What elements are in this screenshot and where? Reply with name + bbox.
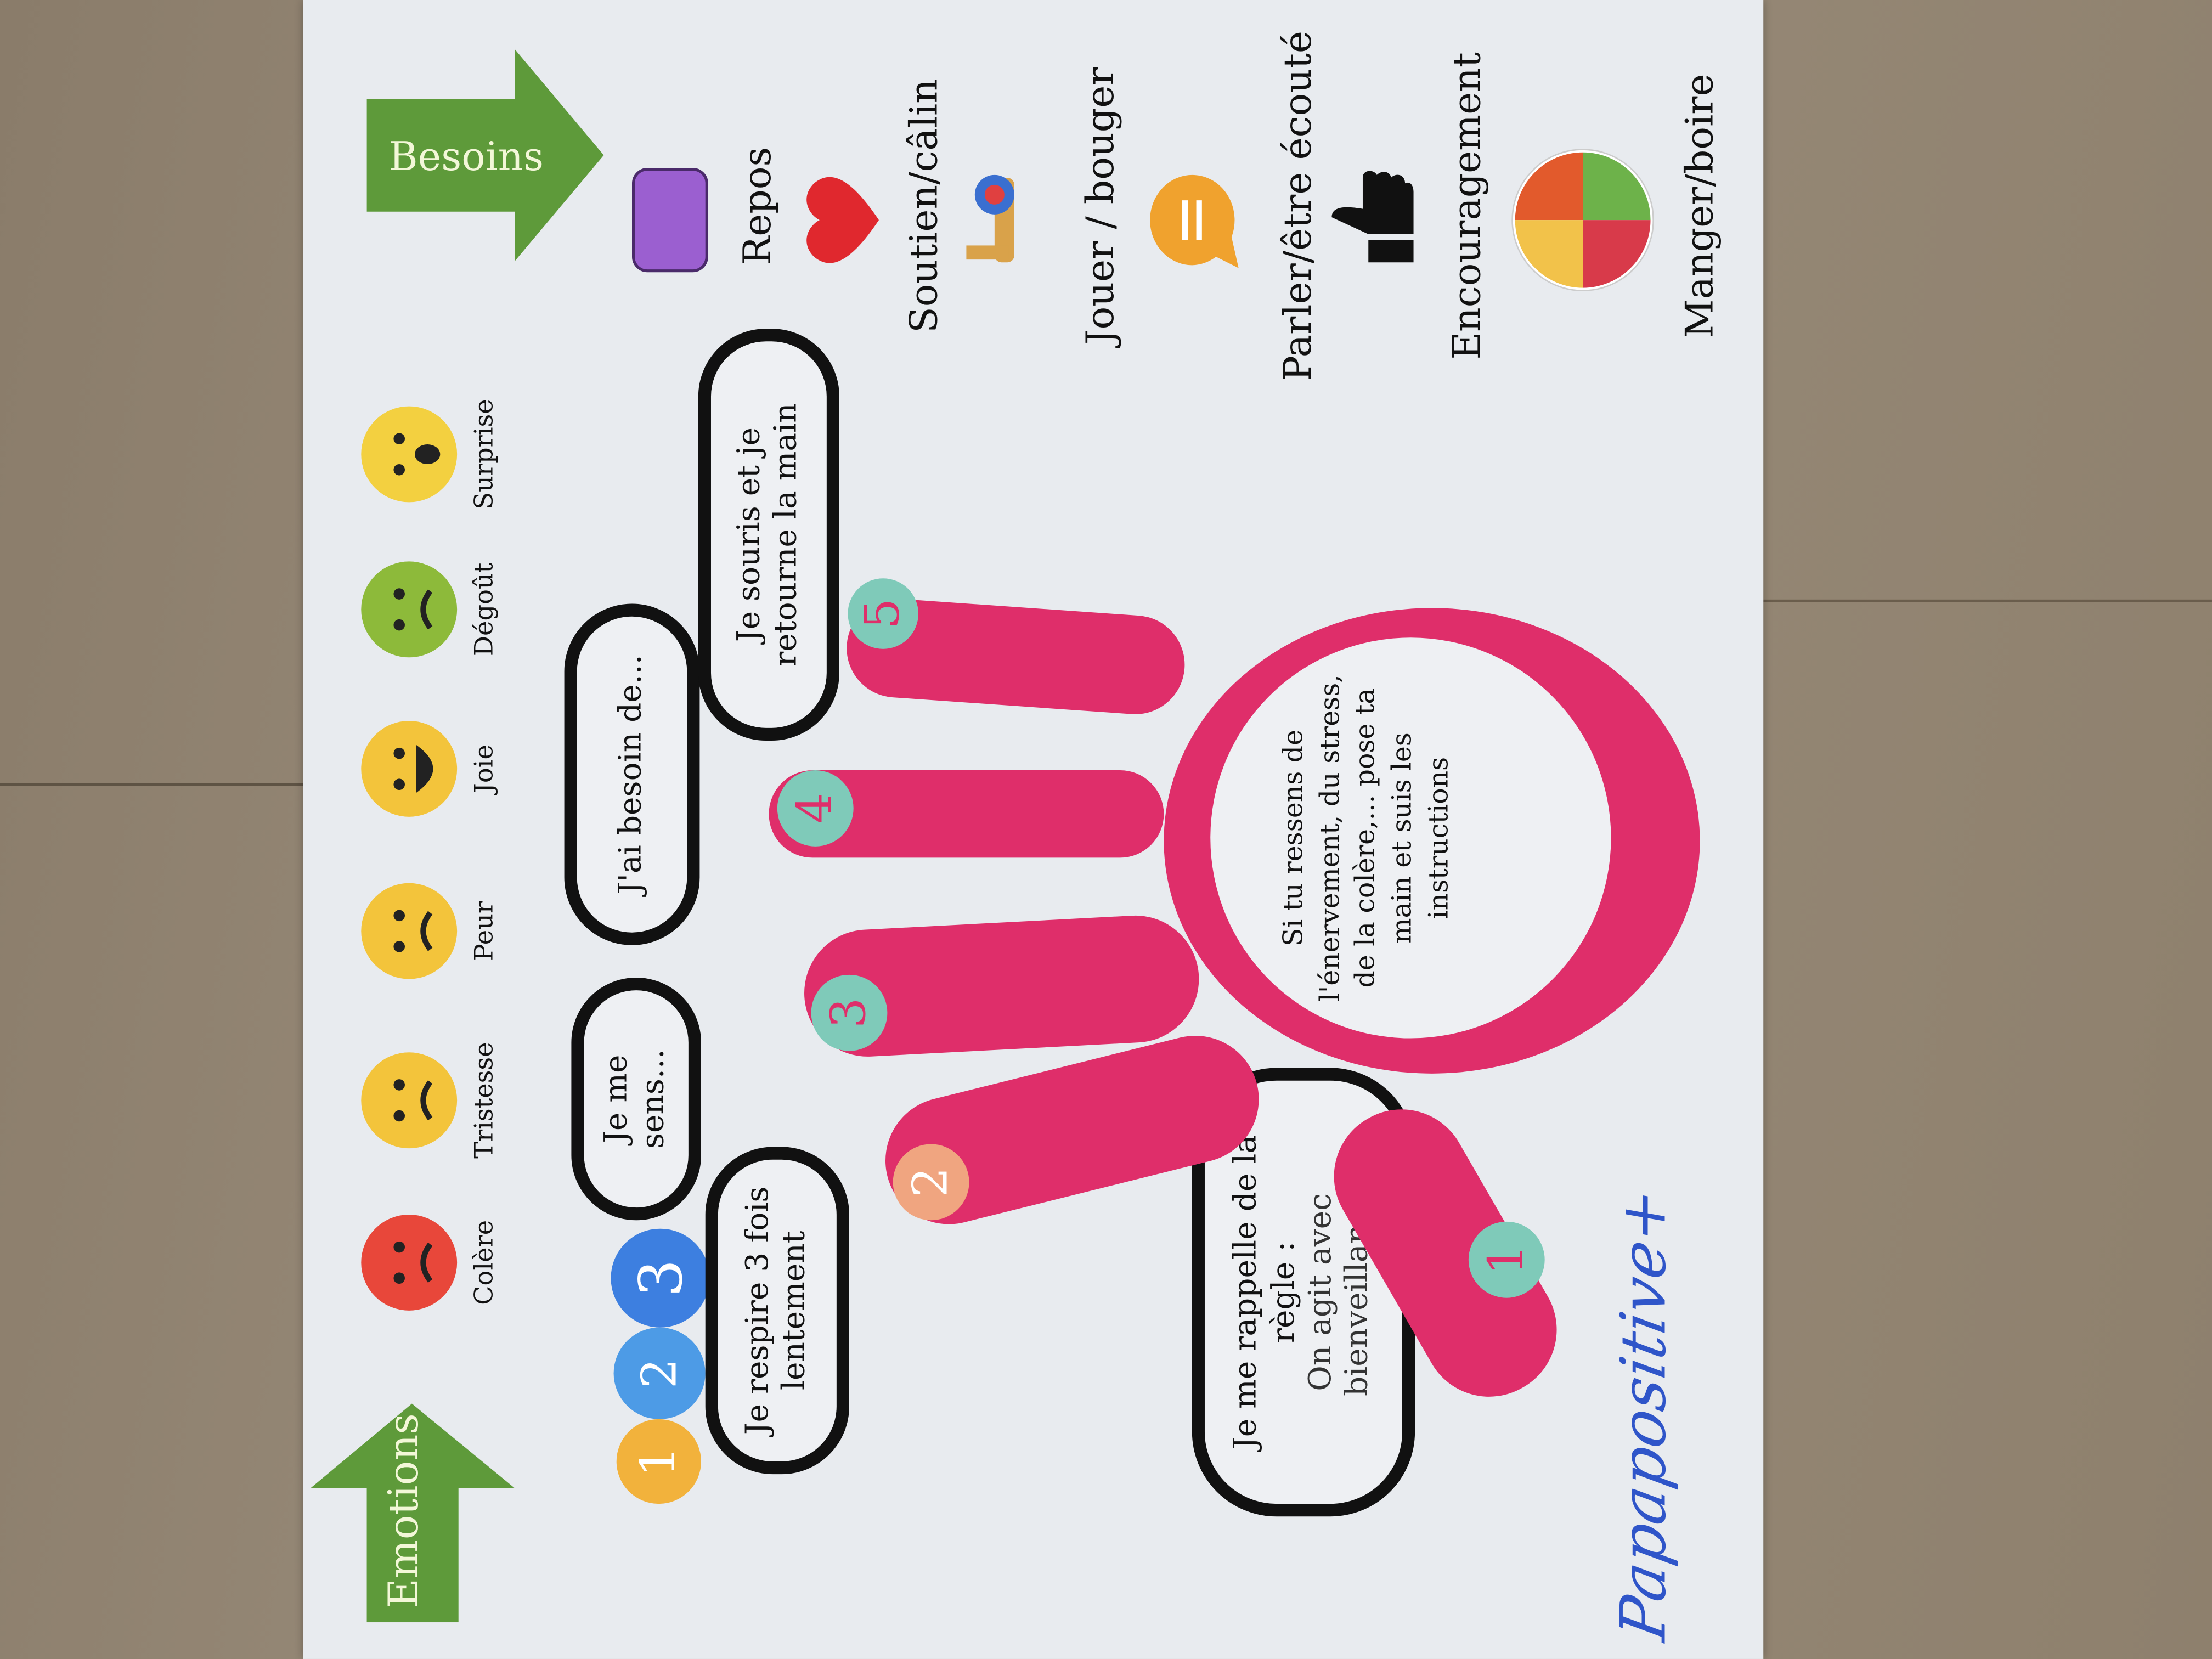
besoins-arrow — [366, 49, 604, 261]
toy-giraffe-icon — [966, 174, 1014, 263]
crying-face-icon — [361, 1052, 458, 1149]
fearful-face-icon — [361, 883, 458, 979]
nauseated-face-icon — [361, 561, 458, 658]
finger-number-4: 4 — [777, 770, 854, 847]
food-plate-icon — [1511, 149, 1654, 291]
palm-text: Si tu ressens de l'énervement, du stress… — [1278, 674, 1454, 1002]
need-label-soutien: Soutien/câlin — [902, 79, 947, 333]
need-label-repos: Repos — [736, 146, 780, 266]
need-label-encouragement: Encouragement — [1446, 52, 1490, 360]
emotions-arrow — [310, 1403, 515, 1623]
heart-icon — [806, 177, 879, 263]
need-label-parler: Parler/être écouté — [1277, 31, 1321, 381]
floor-seam — [1763, 599, 2212, 602]
finger-3 — [804, 915, 1199, 1057]
finger-number-2: 2 — [893, 1144, 969, 1221]
finger-2 — [885, 1035, 1259, 1224]
finger-number-5: 5 — [848, 578, 918, 649]
palm-circle — [1210, 637, 1611, 1039]
surprised-face-icon — [361, 406, 458, 503]
finger-number-1: 1 — [1468, 1221, 1545, 1298]
need-label-jouer: Jouer / bouger — [1079, 67, 1123, 345]
finger-1-thumb — [1334, 1109, 1557, 1397]
finger-5 — [847, 599, 1185, 714]
need-label-manger: Manger/boire — [1678, 74, 1723, 338]
thumbs-up-icon — [1331, 171, 1414, 263]
floor-seam — [0, 783, 325, 786]
pillow-icon — [631, 167, 708, 273]
speech-bubble-icon — [1150, 174, 1239, 268]
laughing-face-icon — [361, 720, 458, 817]
angry-face-icon — [361, 1214, 458, 1311]
brand-logo: Papapositive+ — [1608, 1182, 1680, 1646]
finger-number-3: 3 — [811, 974, 888, 1051]
hand-illustration — [769, 599, 1700, 1397]
finger-4 — [769, 770, 1164, 858]
